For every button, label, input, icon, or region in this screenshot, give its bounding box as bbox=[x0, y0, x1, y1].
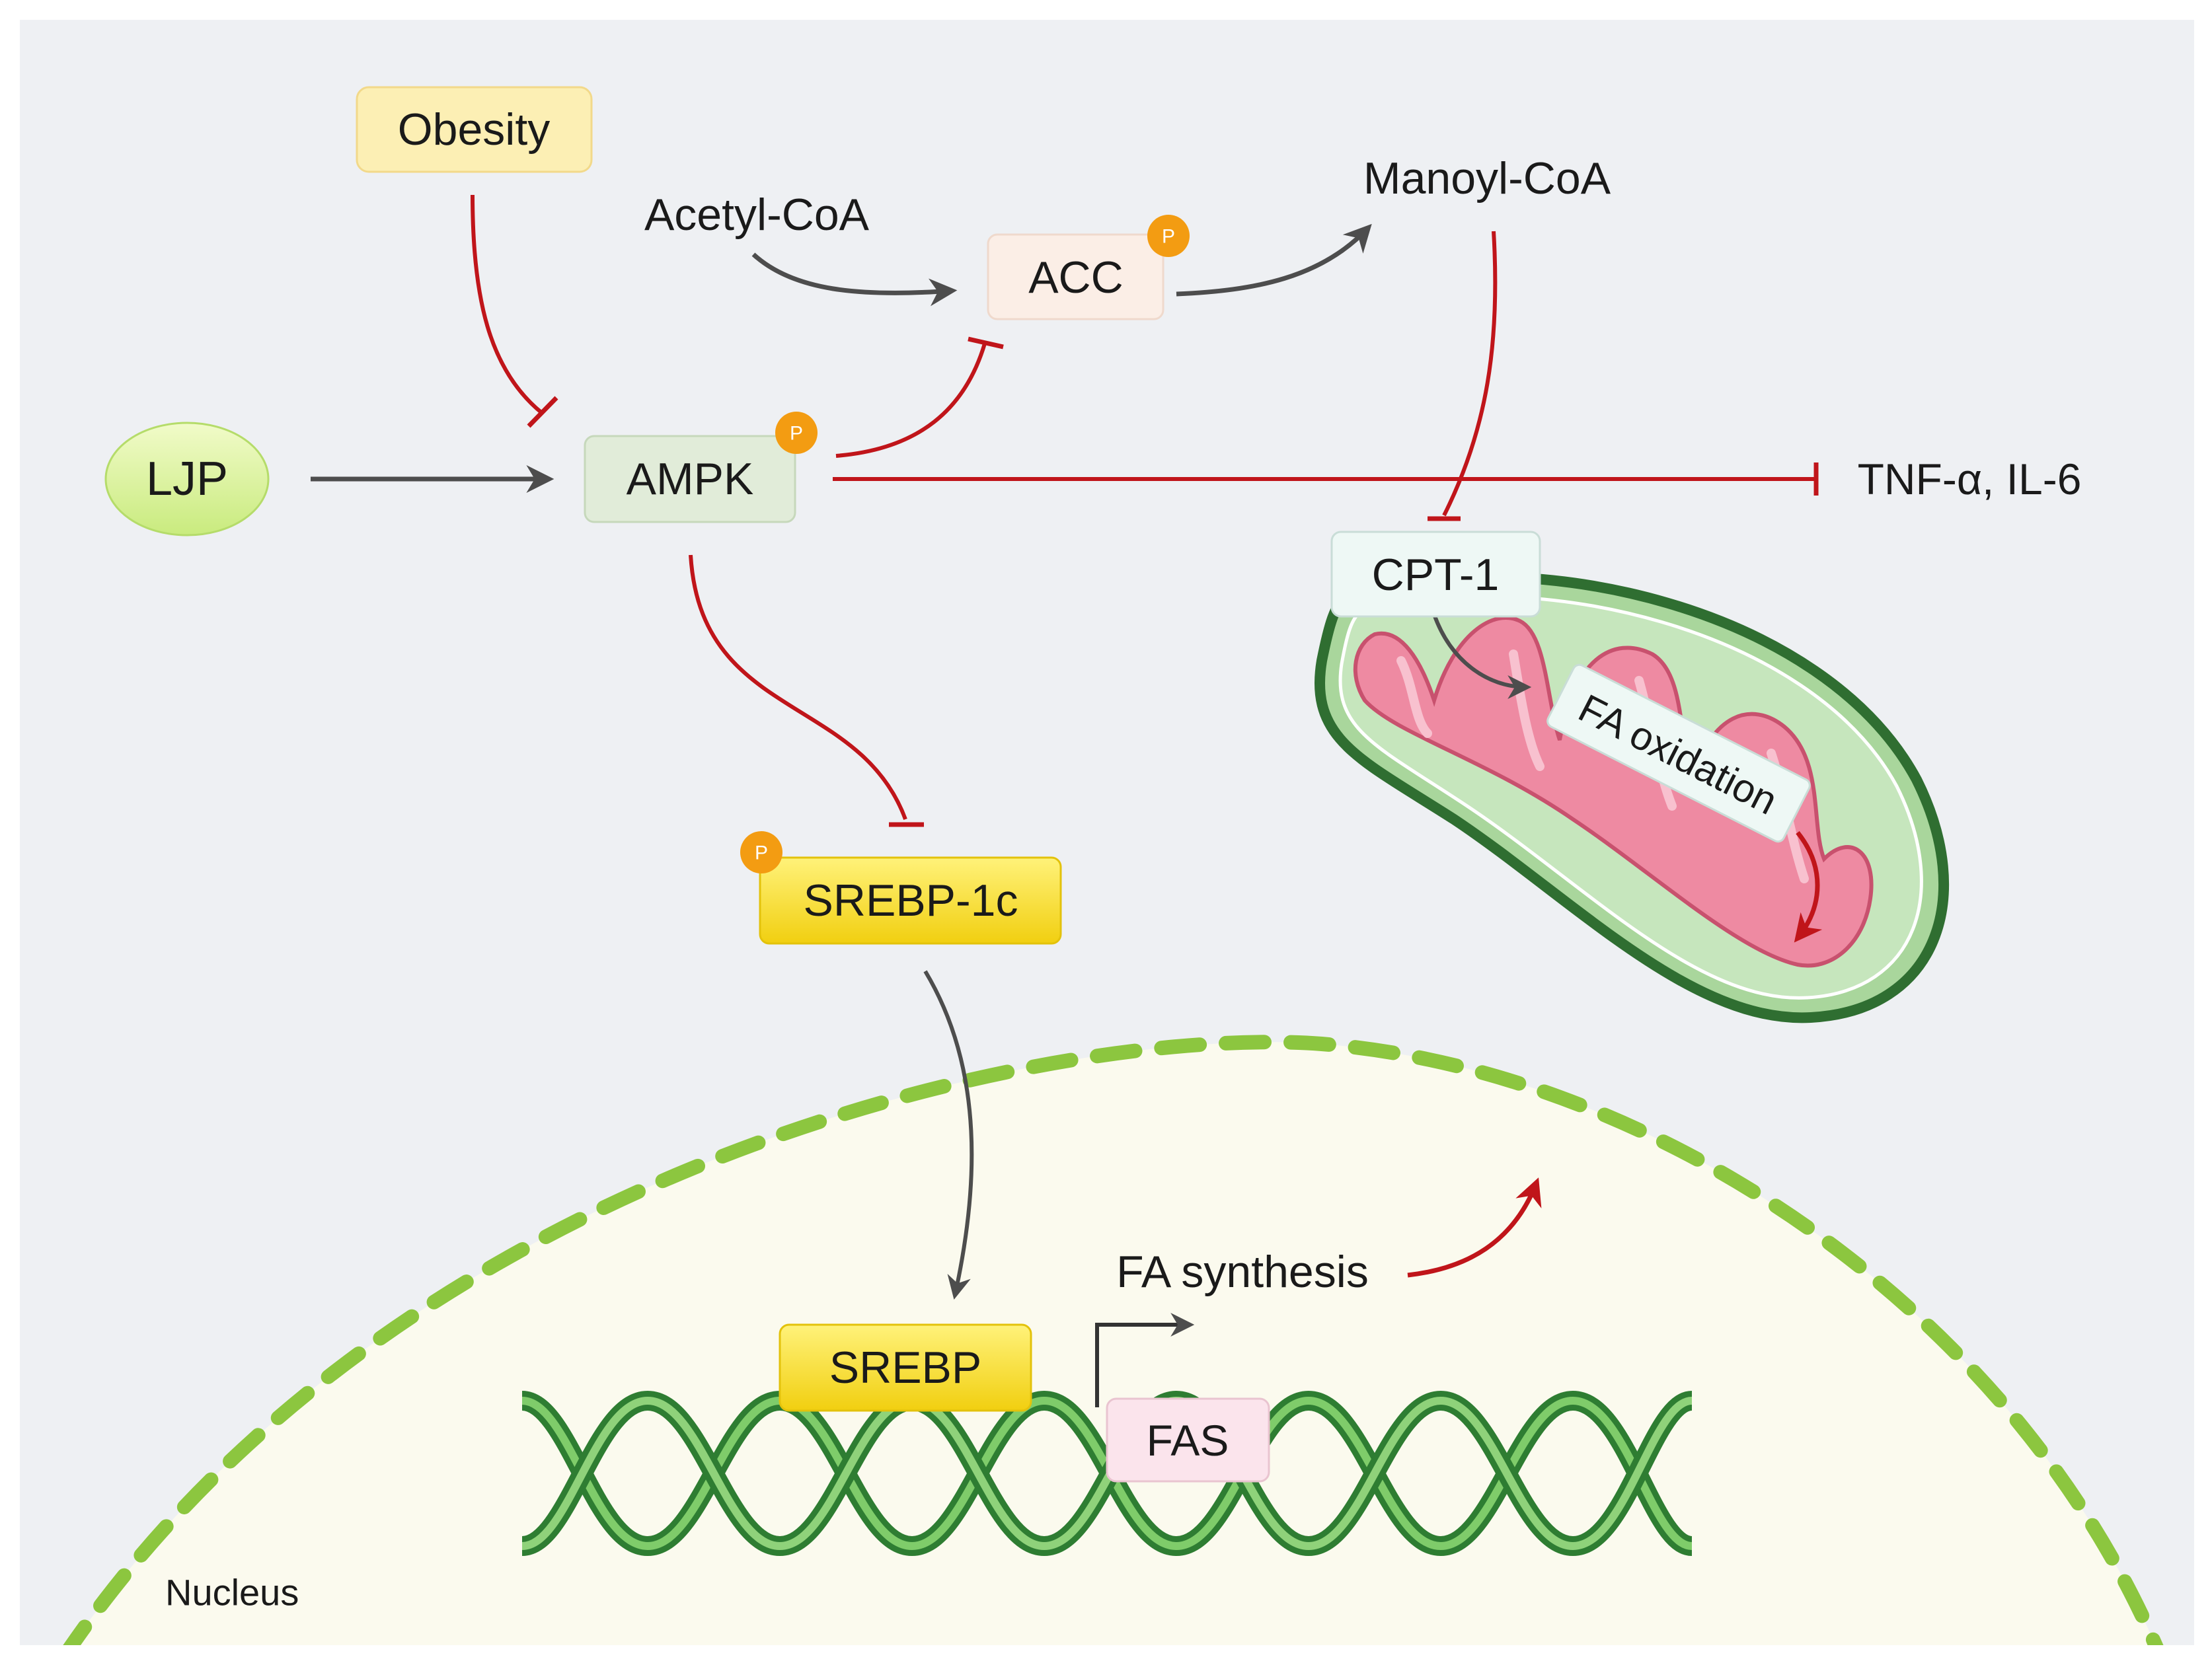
node-tnf-il6-label: TNF-α, IL-6 bbox=[1858, 455, 2082, 503]
ampk-phospho-badge: P bbox=[775, 412, 818, 454]
edge-fasynthesis-out bbox=[1407, 1177, 1542, 1278]
edge-ampk-srebp1c bbox=[689, 554, 907, 821]
edge-faoxidation-cycle bbox=[1794, 831, 1823, 943]
node-manoyl-coa-label: Manoyl-CoA bbox=[1363, 153, 1611, 203]
node-acetyl-coa-label: Acetyl-CoA bbox=[644, 190, 870, 240]
edge-obesity-ampk bbox=[471, 194, 543, 415]
node-acc[interactable]: ACC P bbox=[987, 215, 1190, 320]
mitochondrion bbox=[1314, 572, 1949, 1023]
edge-acc-manoylcoa bbox=[1176, 223, 1372, 297]
edge-ampk-acc bbox=[835, 343, 987, 458]
node-cpt1[interactable]: CPT-1 bbox=[1330, 531, 1541, 618]
acc-phospho-label: P bbox=[1162, 226, 1175, 248]
edge-acetylcoa-acc bbox=[751, 252, 958, 307]
inhibit-bar bbox=[527, 396, 558, 428]
node-acc-label: ACC bbox=[1028, 252, 1124, 303]
node-srebp[interactable]: SREBP bbox=[779, 1323, 1032, 1412]
node-srebp1c-label: SREBP-1c bbox=[804, 875, 1018, 926]
node-fa-synthesis-label: FA synthesis bbox=[1116, 1247, 1369, 1297]
transcription-start-arrow bbox=[1095, 1313, 1195, 1407]
node-fas[interactable]: FAS bbox=[1106, 1397, 1270, 1483]
node-ljp[interactable]: LJP bbox=[104, 422, 270, 536]
edge-cpt1-faoxidation bbox=[1432, 613, 1532, 699]
node-ljp-label: LJP bbox=[146, 453, 228, 505]
acc-phospho-badge: P bbox=[1147, 215, 1190, 257]
node-srebp-label: SREBP bbox=[829, 1343, 982, 1393]
node-cpt1-label: CPT-1 bbox=[1372, 550, 1500, 600]
srebp1c-phospho-label: P bbox=[755, 842, 768, 864]
node-ampk[interactable]: AMPK P bbox=[584, 412, 818, 523]
node-fas-label: FAS bbox=[1147, 1416, 1229, 1465]
ampk-phospho-label: P bbox=[790, 423, 803, 445]
nucleus-label: Nucleus bbox=[165, 1572, 299, 1613]
node-ampk-label: AMPK bbox=[627, 454, 754, 504]
node-obesity[interactable]: Obesity bbox=[356, 86, 593, 173]
inhibit-bar bbox=[968, 336, 1004, 350]
edge-manoylcoa-cpt1 bbox=[1442, 231, 1498, 517]
edge-srebp1c-srebp bbox=[923, 970, 974, 1300]
node-obesity-label: Obesity bbox=[398, 104, 551, 155]
nucleus-envelope bbox=[63, 1035, 2164, 1645]
node-srebp1c[interactable]: SREBP-1c P bbox=[740, 831, 1062, 945]
srebp1c-phospho-badge: P bbox=[740, 831, 782, 873]
